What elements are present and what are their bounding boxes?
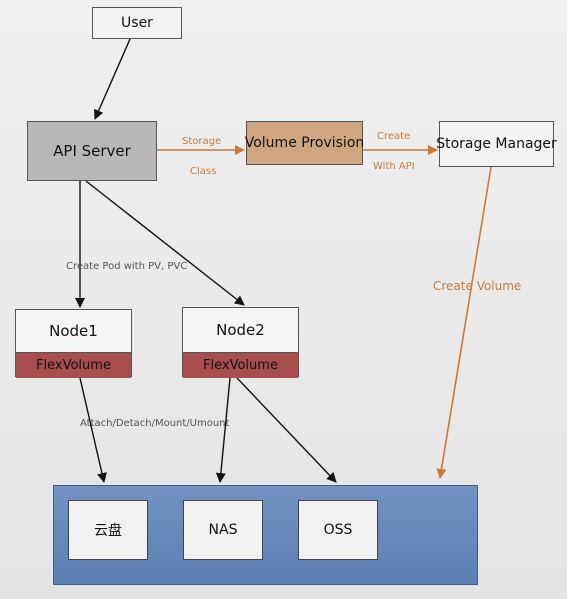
oss-box: OSS	[298, 500, 378, 560]
storage-manager-box: Storage Manager	[436, 121, 557, 167]
arrow-node1-to-disk	[79, 377, 107, 483]
arrow-manager-to-storage	[436, 166, 492, 479]
arrow-api-to-node2	[85, 180, 245, 306]
node2-title: Node2	[216, 321, 265, 339]
arrow-node2-to-nas	[215, 377, 231, 483]
cloud-disk-box: 云盘	[68, 500, 148, 560]
user-box: User	[92, 7, 182, 39]
nas-box: NAS	[183, 500, 263, 560]
node1-title: Node1	[49, 322, 98, 340]
user-label: User	[121, 15, 153, 31]
api-server-label: API Server	[53, 142, 131, 160]
volume-provision-label: Volume Provision	[244, 135, 365, 151]
edge-label-create-pod: Create Pod with PV, PVC	[66, 261, 188, 272]
node2-flexvolume: FlexVolume	[183, 352, 298, 378]
edge-label-class: Class	[190, 166, 217, 177]
edge-label-create: Create	[377, 131, 411, 142]
edge-label-attach-ops: Attach/Detach/Mount/Umount	[80, 418, 230, 429]
storage-manager-label: Storage Manager	[436, 136, 557, 152]
arrow-user-to-api	[94, 38, 131, 120]
node1-flexvolume: FlexVolume	[16, 352, 131, 378]
node2-box: Node2 FlexVolume	[182, 307, 299, 378]
edge-label-create-volume: Create Volume	[433, 279, 522, 293]
node1-box: Node1 FlexVolume	[15, 309, 132, 378]
arrow-node2-to-oss	[236, 377, 337, 483]
api-server-box: API Server	[27, 121, 157, 181]
volume-provision-box: Volume Provision	[244, 121, 365, 165]
storage-backend-panel: 云盘 NAS OSS	[53, 485, 478, 585]
edge-label-with-api: With API	[373, 161, 415, 172]
edge-label-storage: Storage	[182, 136, 222, 147]
